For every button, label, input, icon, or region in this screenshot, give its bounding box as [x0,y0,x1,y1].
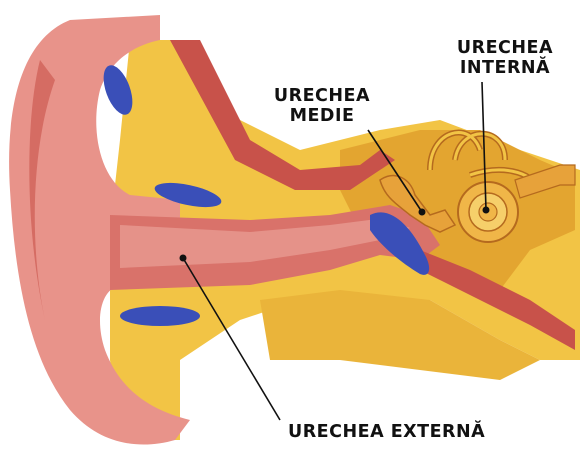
label-inner-ear-line1: URECHEA [440,38,570,58]
leader-outer-dot [180,255,187,262]
leader-inner-dot [483,207,490,214]
label-middle-ear-line2: MEDIE [272,106,372,126]
cartilage-lower [120,306,200,326]
leader-middle-dot [419,209,426,216]
label-middle-ear: URECHEA MEDIE [272,86,372,126]
label-middle-ear-line1: URECHEA [272,86,372,106]
label-inner-ear: URECHEA INTERNĂ [440,38,570,78]
label-outer-ear: URECHEA EXTERNĂ [288,422,485,442]
label-inner-ear-line2: INTERNĂ [440,58,570,78]
